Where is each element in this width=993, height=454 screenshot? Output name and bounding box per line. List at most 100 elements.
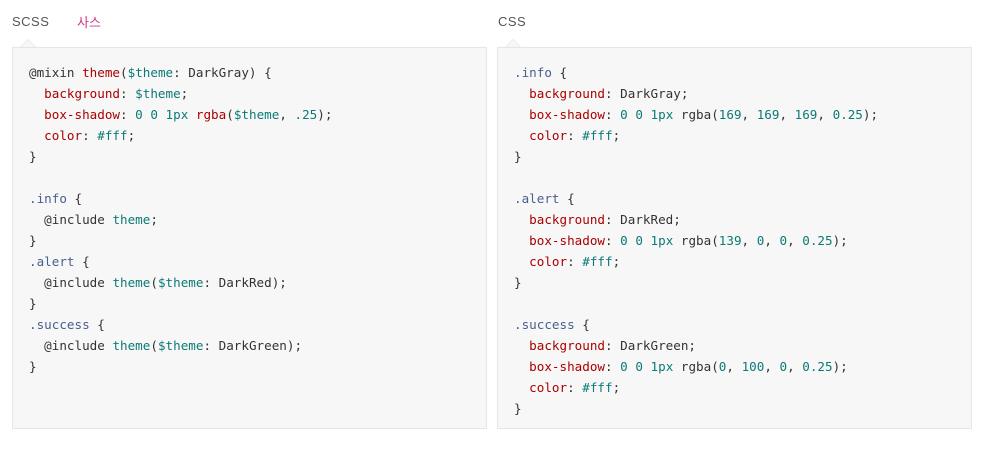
code-token: ( xyxy=(150,275,158,290)
code-token: 139 xyxy=(718,233,742,248)
code-line xyxy=(29,167,486,188)
code-token: { xyxy=(574,317,590,332)
code-token: , xyxy=(764,359,780,374)
code-token xyxy=(29,338,44,353)
code-token: color xyxy=(529,380,568,395)
code-token: } xyxy=(29,149,37,164)
code-line: @include theme($theme: DarkGreen); xyxy=(29,335,486,356)
code-line: } xyxy=(29,146,486,167)
code-token: 0 xyxy=(635,233,643,248)
scss-panel-pointer xyxy=(20,39,36,47)
code-token: theme xyxy=(112,275,151,290)
code-line: } xyxy=(29,230,486,251)
code-token: 1px xyxy=(165,107,189,122)
code-line xyxy=(514,293,971,314)
code-line: box-shadow: 0 0 1px rgba(139, 0, 0, 0.25… xyxy=(514,230,971,251)
code-token xyxy=(29,107,44,122)
css-code-block: .info { background: DarkGray; box-shadow… xyxy=(498,48,971,419)
code-token: : xyxy=(605,107,621,122)
code-token: background xyxy=(529,86,605,101)
code-token: 169 xyxy=(756,107,780,122)
code-line: @include theme($theme: DarkRed); xyxy=(29,272,486,293)
code-token: #fff xyxy=(582,128,613,143)
code-token: , xyxy=(787,233,803,248)
code-token: : DarkGray) { xyxy=(173,65,272,80)
code-token: ); xyxy=(317,107,333,122)
code-token: 0 xyxy=(779,233,788,248)
code-token: 1px xyxy=(650,359,674,374)
code-token xyxy=(29,86,44,101)
code-token: ( xyxy=(120,65,128,80)
code-token: rgba( xyxy=(673,233,719,248)
code-token: 0 xyxy=(150,107,158,122)
code-line: background: DarkGray; xyxy=(514,83,971,104)
code-line: .info { xyxy=(514,62,971,83)
code-line: .alert { xyxy=(29,251,486,272)
code-token: ; xyxy=(127,128,136,143)
code-token xyxy=(514,380,529,395)
code-token: } xyxy=(514,401,522,416)
code-token: @include xyxy=(44,338,105,353)
code-token: background xyxy=(529,338,605,353)
code-token: 0.25 xyxy=(802,233,833,248)
code-token: #fff xyxy=(582,254,613,269)
code-line: color: #fff; xyxy=(514,377,971,398)
code-token: 0 xyxy=(718,359,727,374)
code-token: theme xyxy=(82,65,121,80)
code-token: $theme xyxy=(157,275,204,290)
code-line: } xyxy=(514,398,971,419)
code-token: color xyxy=(44,128,83,143)
code-token: : xyxy=(120,107,136,122)
code-token: #fff xyxy=(97,128,128,143)
code-token xyxy=(643,359,651,374)
code-token: } xyxy=(29,233,37,248)
code-token: 1px xyxy=(650,233,674,248)
code-token: box-shadow xyxy=(44,107,120,122)
code-token: , xyxy=(741,233,757,248)
code-line: } xyxy=(514,146,971,167)
code-token: 0 xyxy=(635,107,643,122)
code-token: .info xyxy=(514,65,552,80)
code-token: ; xyxy=(180,86,189,101)
code-token: ; xyxy=(612,254,621,269)
code-token: } xyxy=(514,275,522,290)
code-token: 0 xyxy=(620,359,628,374)
code-line: background: DarkGreen; xyxy=(514,335,971,356)
code-token: : xyxy=(567,128,583,143)
code-token: color xyxy=(529,254,568,269)
code-line: box-shadow: 0 0 1px rgba(0, 100, 0, 0.25… xyxy=(514,356,971,377)
code-line: } xyxy=(514,272,971,293)
code-token: ( xyxy=(150,338,158,353)
code-token: , xyxy=(787,359,803,374)
code-token: 0 xyxy=(135,107,143,122)
code-token: : xyxy=(567,380,583,395)
code-token: 0 xyxy=(620,107,628,122)
code-token: , xyxy=(726,359,742,374)
code-line: .info { xyxy=(29,188,486,209)
code-token xyxy=(29,212,44,227)
code-token: @include xyxy=(44,212,105,227)
code-token: box-shadow xyxy=(529,359,605,374)
code-token: ; xyxy=(612,380,621,395)
code-token: : DarkGray; xyxy=(605,86,689,101)
css-code-panel: .info { background: DarkGray; box-shadow… xyxy=(497,47,972,429)
code-token: 0.25 xyxy=(832,107,863,122)
code-token: { xyxy=(66,191,83,206)
code-token: 0 xyxy=(756,233,765,248)
code-token: : xyxy=(605,359,621,374)
code-line: color: #fff; xyxy=(29,125,486,146)
code-token: : DarkGreen; xyxy=(605,338,696,353)
code-token: 169 xyxy=(718,107,742,122)
code-tabs: SCSS 사스 CSS xyxy=(0,0,993,47)
css-panel-pointer xyxy=(505,39,521,47)
code-token: { xyxy=(559,191,575,206)
code-token xyxy=(514,128,529,143)
code-token: , xyxy=(279,107,295,122)
code-token: { xyxy=(89,317,105,332)
code-token xyxy=(188,107,196,122)
code-token: $theme xyxy=(127,65,174,80)
css-tab-label: CSS xyxy=(498,14,527,29)
code-token: ; xyxy=(150,212,158,227)
code-token: 0 xyxy=(779,359,788,374)
code-token: , xyxy=(741,107,757,122)
